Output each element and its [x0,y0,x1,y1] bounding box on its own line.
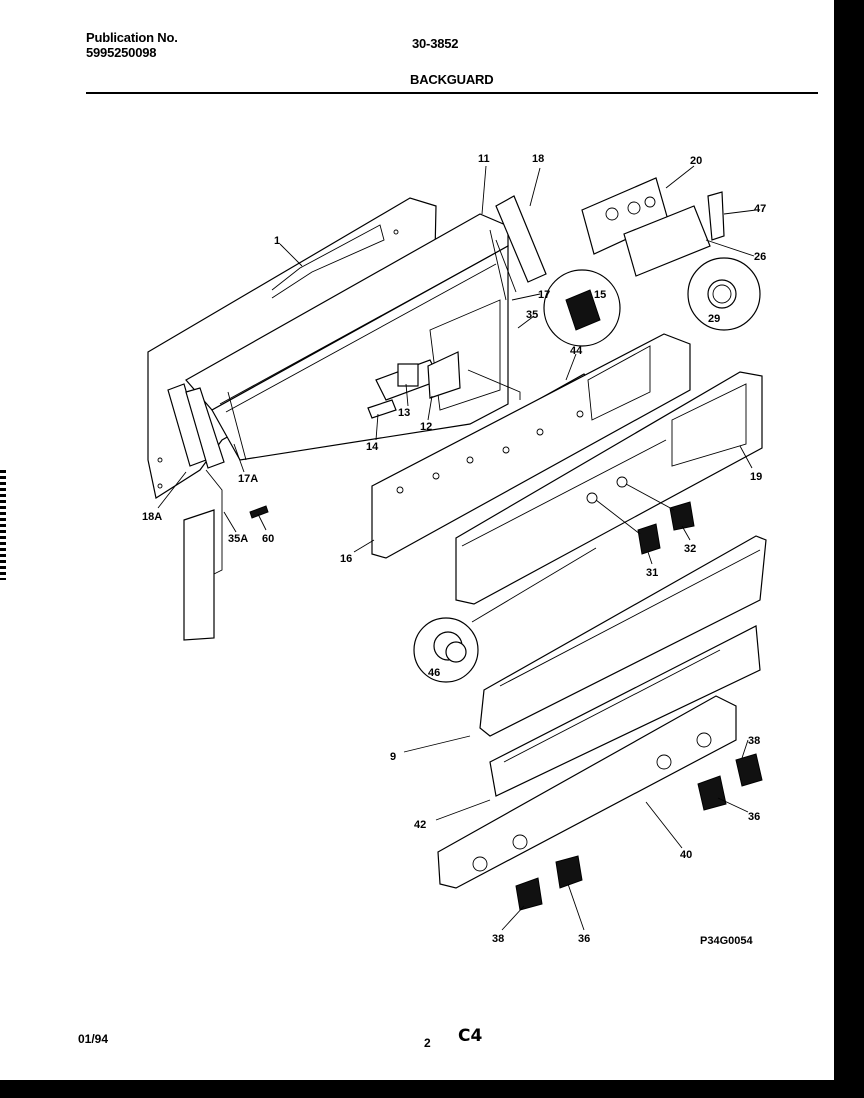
part-panel-42 [489,625,761,797]
publication-number: 5995250098 [86,45,157,60]
callout-38-right: 38 [748,735,760,747]
part-control-overlay [455,371,763,605]
part-knobs-31-32 [595,483,695,555]
callout-31: 31 [646,567,658,579]
part-knobs-36-38 [515,753,763,911]
callout-17: 17 [538,289,550,301]
callout-19: 19 [750,471,762,483]
callout-32: 32 [684,543,696,555]
leader-lines [157,165,757,931]
part-trim-9 [479,535,767,737]
footer-page: 2 [424,1036,431,1050]
callout-60: 60 [262,533,274,545]
callout-47: 47 [754,203,766,215]
scan-border-left [0,470,6,580]
callout-36-right: 36 [748,811,760,823]
callout-16: 16 [340,553,352,565]
callout-9: 9 [390,751,396,763]
callout-17a: 17A [238,473,258,485]
detail-circle-29 [687,257,761,331]
callout-1: 1 [274,235,280,247]
callout-40: 40 [680,849,692,861]
callout-18: 18 [532,153,544,165]
callout-12: 12 [420,421,432,433]
detail-circle-46 [413,617,479,683]
callout-29: 29 [708,313,720,325]
part-screw [249,505,269,519]
footer-mark: C4 [458,1026,483,1046]
part-timer-switch [367,351,461,419]
callout-13: 13 [398,407,410,419]
callout-26: 26 [754,251,766,263]
callout-44: 44 [570,345,583,357]
callout-35: 35 [526,309,538,321]
callout-18a: 18A [142,511,162,523]
part-side-trim-right [489,195,547,301]
scan-border-right [834,0,864,1098]
callout-20: 20 [690,155,702,167]
model-number: 30-3852 [412,36,459,51]
figure-code: P34G0054 [700,935,753,947]
callout-15: 15 [594,289,606,301]
callout-14: 14 [366,441,379,453]
callout-46: 46 [428,667,440,679]
callout-35a: 35A [228,533,248,545]
callout-36-bottom: 36 [578,933,590,945]
section-title: BACKGUARD [410,72,494,87]
callout-38-bottom: 38 [492,933,504,945]
part-side-trim-left [167,383,247,641]
part-control-panel [371,333,691,559]
callout-42: 42 [414,819,426,831]
callout-11: 11 [478,153,490,165]
part-lower-panel-40 [437,695,737,889]
scan-border-bottom [0,1080,864,1098]
footer-date: 01/94 [78,1032,109,1046]
header-rule [86,92,818,94]
detail-circle-15 [543,269,621,347]
publication-label: Publication No. [86,30,178,45]
part-clock-assembly [581,177,725,277]
